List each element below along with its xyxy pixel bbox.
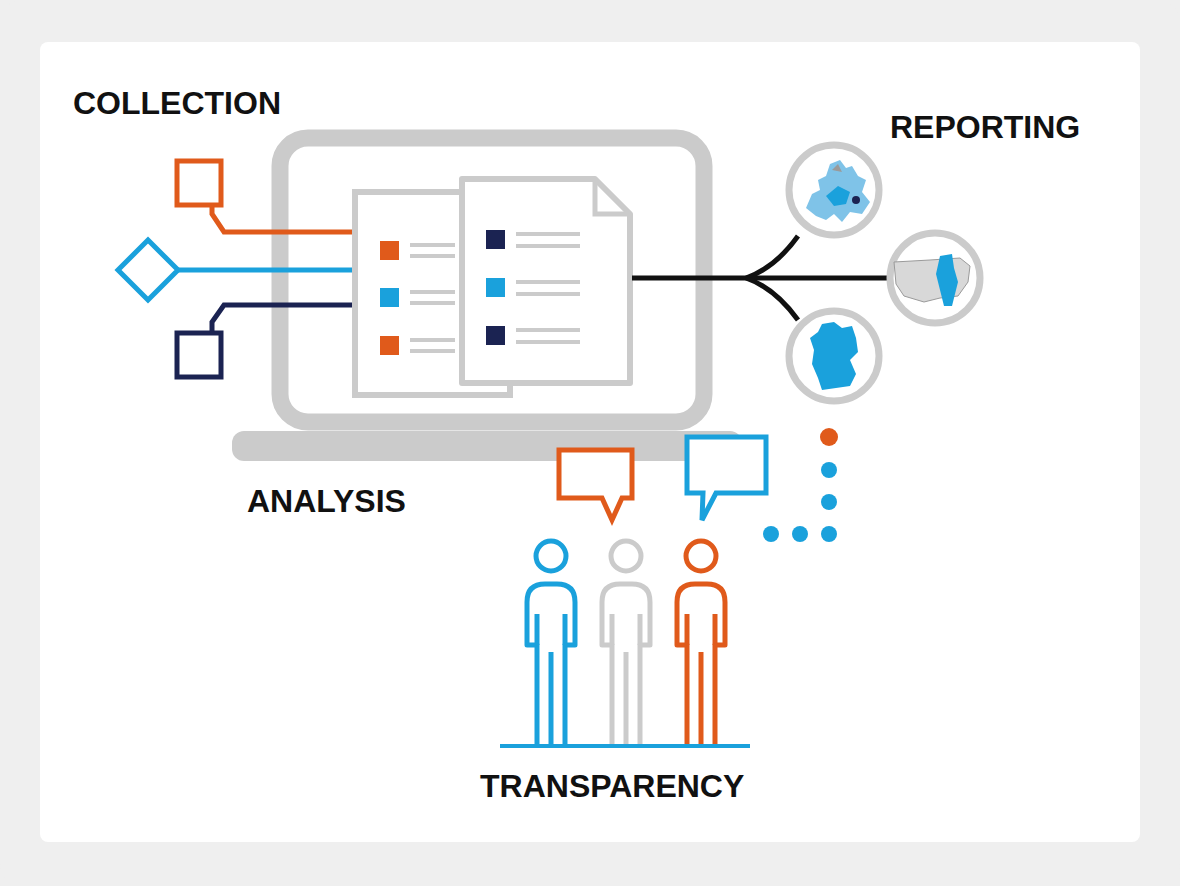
people [500, 541, 750, 746]
section-label: TRANSPARENCY [480, 770, 744, 802]
speech-bubbles [559, 437, 766, 520]
collection-wires [118, 161, 355, 377]
section-label: ANALYSIS [247, 485, 406, 517]
section-label: COLLECTION [73, 87, 281, 119]
laptop [232, 138, 742, 461]
europe-map [789, 145, 879, 235]
reporting-fork [632, 236, 887, 320]
dotted-trail [763, 428, 838, 542]
section-label: REPORTING [890, 111, 1080, 143]
germany-map [789, 311, 879, 401]
usa-map [890, 233, 980, 323]
documents [355, 179, 630, 395]
panel [40, 42, 1140, 842]
